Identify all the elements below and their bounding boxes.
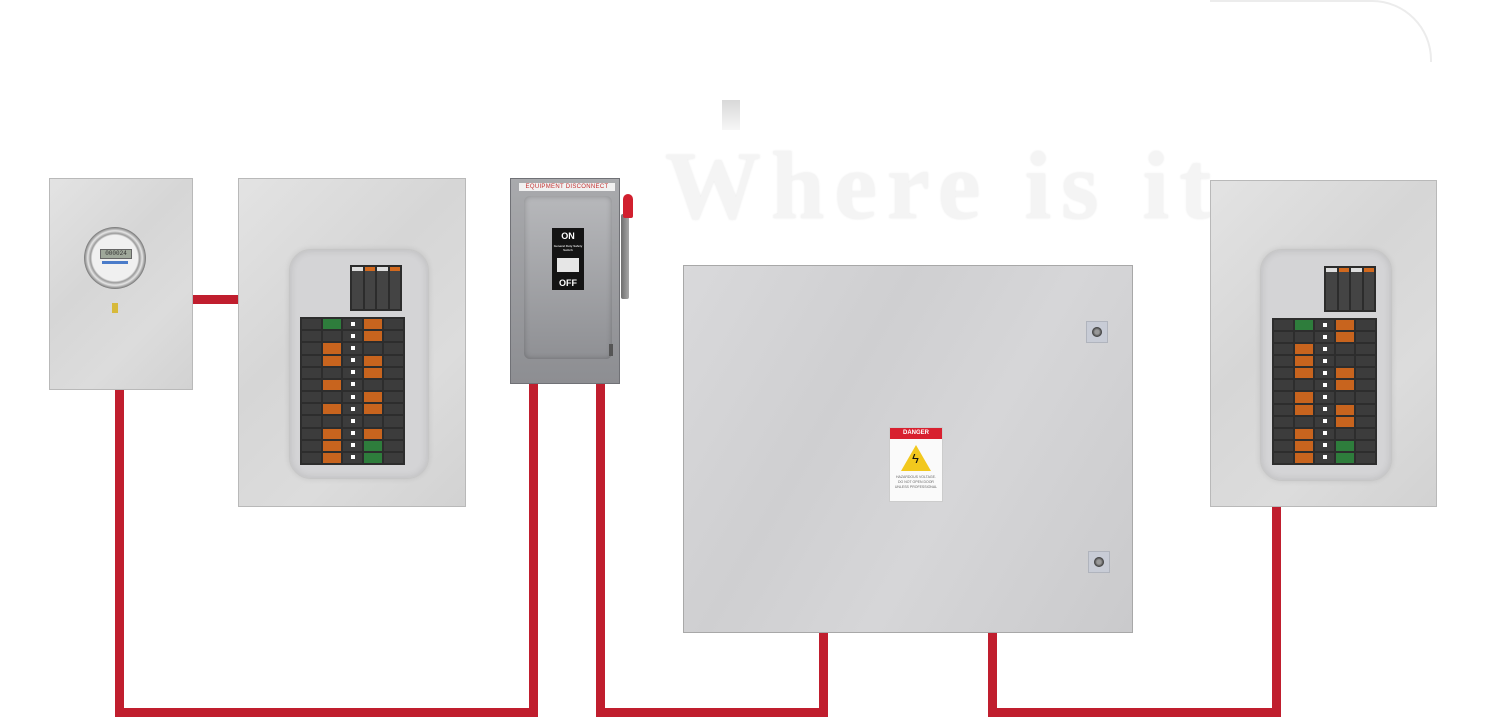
on-label: ON bbox=[561, 231, 575, 241]
disconnect-handle[interactable] bbox=[623, 194, 633, 218]
main-breakers bbox=[350, 265, 402, 311]
meter-seal bbox=[112, 303, 118, 313]
meter-display: 000024 bbox=[100, 249, 132, 259]
disconnect-plate: ON General Duty Safety Switch OFF bbox=[552, 228, 584, 290]
off-label: OFF bbox=[559, 278, 577, 288]
disconnect-label: EQUIPMENT DISCONNECT bbox=[519, 183, 615, 191]
bottom-lock-icon bbox=[1088, 551, 1110, 573]
equipment-disconnect[interactable]: EQUIPMENT DISCONNECT ON General Duty Saf… bbox=[510, 178, 633, 384]
danger-header: DANGER bbox=[890, 428, 942, 439]
wire-bottom-mid bbox=[596, 708, 828, 717]
plate-text: General Duty Safety Switch bbox=[553, 244, 583, 252]
meter-label-strip bbox=[102, 261, 128, 264]
wire-enclosure-left-down bbox=[819, 632, 828, 717]
wire-subpanel-down bbox=[1272, 506, 1281, 717]
danger-sign: DANGER ϟ HAZARDOUS VOLTAGE. DO NOT OPEN … bbox=[889, 427, 943, 502]
ghost-mark bbox=[722, 100, 740, 130]
wire-meter-to-panel bbox=[192, 295, 239, 304]
electric-meter-icon: 000024 bbox=[84, 227, 146, 289]
danger-text: HAZARDOUS VOLTAGE. DO NOT OPEN DOOR UNLE… bbox=[894, 475, 938, 489]
sub-branch-breakers bbox=[1272, 318, 1377, 465]
door-latch bbox=[609, 344, 613, 356]
high-voltage-icon: ϟ bbox=[901, 445, 931, 471]
handle-arm bbox=[621, 214, 629, 299]
branch-breakers bbox=[300, 317, 405, 465]
sub-panel[interactable] bbox=[1210, 180, 1437, 507]
plate-sticker bbox=[557, 258, 579, 272]
ghost-title: Where is it bbox=[665, 132, 1222, 239]
wire-bottom-left bbox=[115, 708, 538, 717]
top-lock-icon bbox=[1086, 321, 1108, 343]
wire-disconnect-right-down bbox=[596, 383, 605, 717]
disconnect-door: ON General Duty Safety Switch OFF bbox=[524, 196, 612, 359]
wire-meter-down bbox=[115, 390, 124, 717]
ghost-arc bbox=[1210, 0, 1432, 62]
wire-bottom-right bbox=[988, 708, 1281, 717]
electrical-enclosure[interactable]: DANGER ϟ HAZARDOUS VOLTAGE. DO NOT OPEN … bbox=[683, 265, 1133, 633]
wire-disconnect-left-down bbox=[529, 383, 538, 717]
sub-main-breakers bbox=[1324, 266, 1376, 312]
main-breaker-panel[interactable] bbox=[238, 178, 466, 507]
meter-box[interactable]: 000024 bbox=[49, 178, 193, 390]
wire-enclosure-right-down bbox=[988, 632, 997, 717]
